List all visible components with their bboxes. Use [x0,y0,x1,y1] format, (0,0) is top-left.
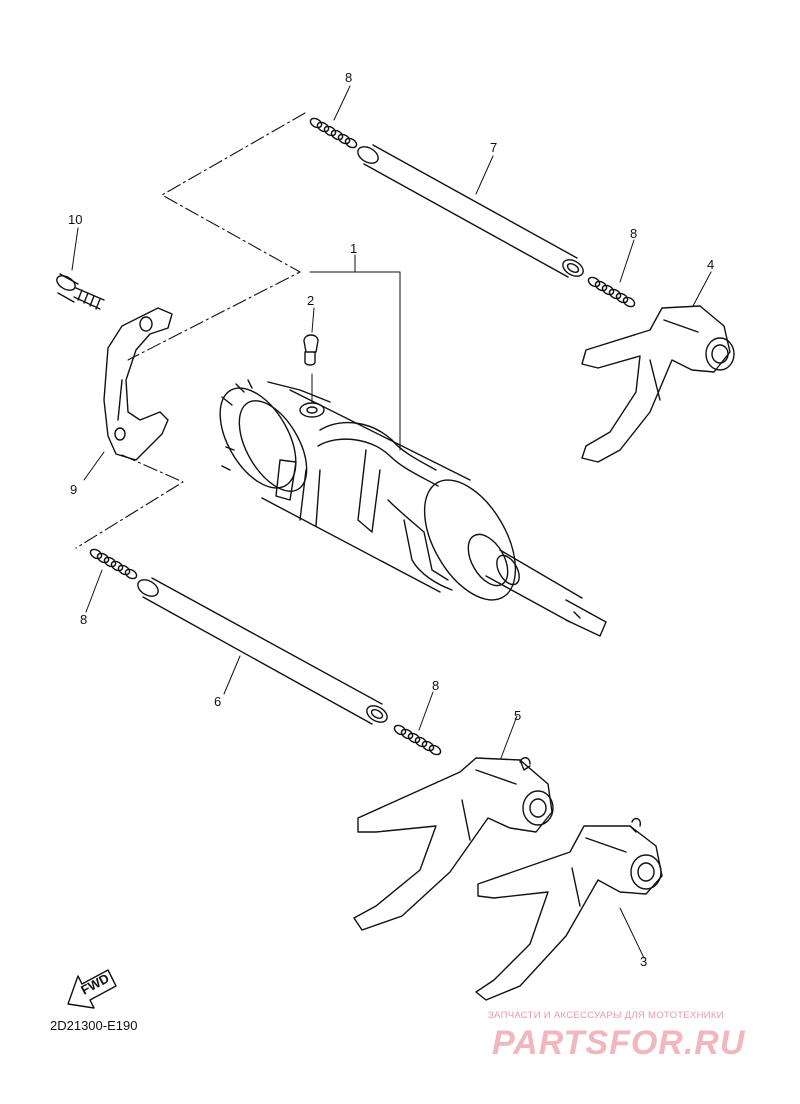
callout-7: 7 [490,140,497,155]
callout-6: 6 [214,694,221,709]
spring-right [587,276,636,308]
watermark-caption: ЗАПЧАСТИ И АКСЕССУАРЫ ДЛЯ МОТОТЕХНИКИ [488,1010,724,1021]
callout-4: 4 [707,257,714,272]
callout-3: 3 [640,954,647,969]
shift-fork-3 [475,817,663,1001]
callout-1: 1 [350,241,357,256]
spring-top [309,117,358,149]
shift-fork-5 [353,757,554,931]
callout-9: 9 [70,482,77,497]
callout-5: 5 [514,708,521,723]
callout-10: 10 [68,212,82,227]
shift-fork-4 [581,305,735,463]
fwd-label: FWD [78,971,111,998]
callout-8-left: 8 [80,612,87,627]
guide-bar-6 [137,577,388,725]
leader-lines [71,85,712,959]
assembly-lines [75,112,306,549]
bolt [56,273,105,310]
guide-bar-7 [357,144,584,278]
shift-drum [219,379,607,637]
callout-8-right: 8 [630,226,637,241]
callout-8-bottom: 8 [432,678,439,693]
spring-left [89,548,138,580]
pin [303,334,319,366]
callout-2: 2 [307,293,314,308]
callout-8-top: 8 [345,70,352,85]
spring-bottom [393,724,442,756]
drawing-code: 2D21300-E190 [50,1018,138,1033]
fwd-arrow-icon [67,969,117,1009]
segment-plate [103,307,173,461]
watermark-brand: PARTSFOR.RU [492,1024,746,1062]
